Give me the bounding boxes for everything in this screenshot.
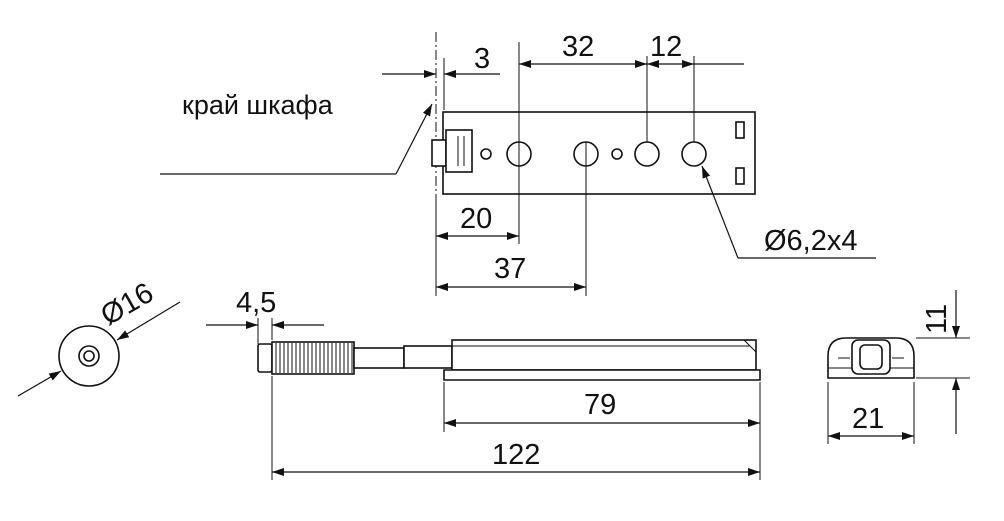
small-hole-1 [480,148,492,160]
dim-end-width-21: 21 [852,403,884,435]
shaft-sleeve [403,345,453,369]
push-tip [257,343,273,373]
dim-second-hole-37: 37 [494,253,526,285]
mount-hole-4 [681,141,707,167]
top-view: 3 32 12 20 37 край шкафа Ø6,2x4 [160,31,876,296]
mount-hole-3 [634,141,660,167]
end-view: 11 21 [827,290,970,444]
plate-clip [445,129,473,173]
dim-offset-3: 3 [474,43,490,75]
dim-total-122: 122 [492,439,540,471]
knurl-lines [275,343,353,373]
housing-base [443,369,761,381]
dim-pitch-32: 32 [562,31,594,63]
dim-hole-diameter: Ø6,2x4 [764,225,858,257]
dim-tip-4-5: 4,5 [236,287,276,319]
dim-body-79: 79 [584,389,616,421]
side-view: 4,5 79 122 [206,287,761,480]
dim-end-height-11: 11 [921,304,953,334]
housing-body [451,339,757,371]
bumper-view: Ø16 [17,277,181,397]
slot-bottom [735,167,745,185]
plate-connector [431,139,447,167]
shaft [353,347,405,369]
slot-top [735,121,745,139]
cabinet-edge-label: край шкафа [182,90,334,120]
dim-bumper-diameter: Ø16 [96,277,159,332]
dim-pitch-12: 12 [650,31,682,63]
dim-first-hole-20: 20 [460,203,492,235]
small-hole-2 [611,148,623,160]
